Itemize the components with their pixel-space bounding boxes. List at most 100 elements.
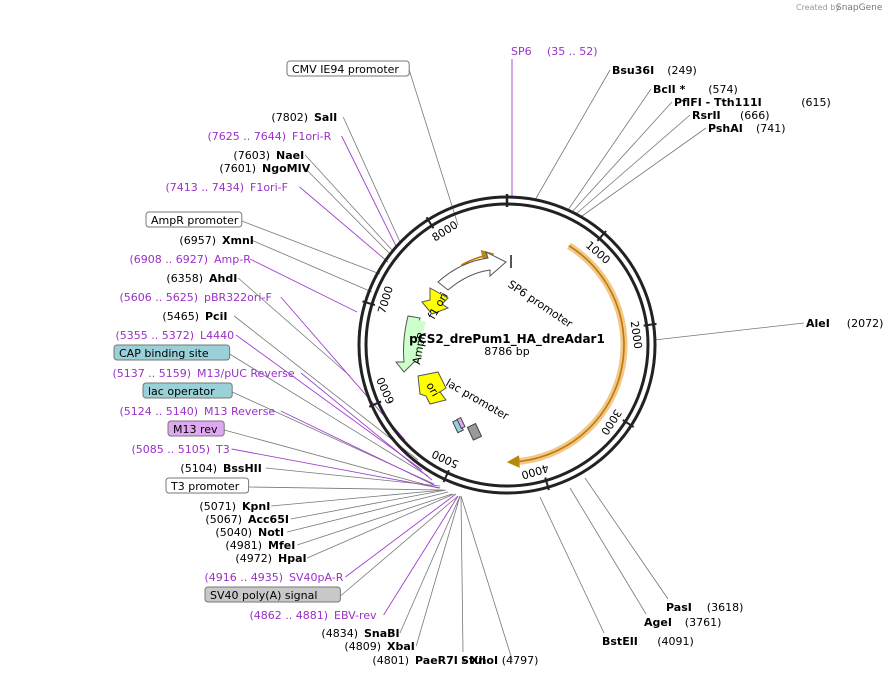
label-m13rev-p: (5124 .. 5140)M13 Reverse <box>119 405 275 418</box>
label-position: (4797) <box>502 654 539 667</box>
leader-line <box>567 88 652 211</box>
label-box <box>165 477 250 494</box>
tick-mark <box>368 400 382 408</box>
label-position: (5606 .. 5625) <box>119 291 198 304</box>
label-pcii: (5465)PciI <box>162 310 227 323</box>
label-text: AmpR promoter <box>151 214 239 227</box>
snapgene-logo: SnapGene <box>836 3 883 13</box>
label-lacop: lac operator <box>142 382 233 399</box>
label-pasi: PasI(3618) <box>666 601 743 614</box>
label-text: CAP binding site <box>119 347 209 360</box>
plasmid-length: 8786 bp <box>484 345 529 358</box>
leader-line <box>300 372 433 481</box>
label-position: (2072) <box>847 317 884 330</box>
label-name: Bsu36I <box>612 64 654 77</box>
label-agei: AgeI(3761) <box>644 616 721 629</box>
label-name: StuI <box>461 654 486 667</box>
leader-line <box>340 495 459 597</box>
label-position: (7625 .. 7644) <box>207 130 286 143</box>
label-box <box>113 344 231 361</box>
label-position: (4862 .. 4881) <box>249 609 328 622</box>
leader-line <box>237 277 351 377</box>
label-box <box>142 382 233 399</box>
leader-line <box>584 477 669 600</box>
label-position: (249) <box>667 64 697 77</box>
label-pbr322ori-f: (5606 .. 5625) pBR322ori-F <box>119 291 271 304</box>
label-text: T3 promoter <box>170 480 240 493</box>
label-position: (5040) <box>215 526 252 539</box>
label-position: (7802) <box>271 111 308 124</box>
label-ahdi: (6358)AhdI <box>166 272 237 285</box>
label-position: (6908 .. 6927) <box>129 253 208 266</box>
tick-mark <box>596 230 607 242</box>
label-position: (574) <box>708 83 738 96</box>
label-pflfi: PflFI - Tth111I(615) <box>674 96 831 109</box>
label-box <box>204 586 341 603</box>
label-cap: CAP binding site <box>113 344 231 361</box>
label-name: PaeR7I - XhoI <box>415 654 498 667</box>
label-f1ori-f: (7413 .. 7434)F1ori-F <box>165 181 288 194</box>
label-position: (5124 .. 5140) <box>119 405 198 418</box>
label-sv40pa: SV40 poly(A) signal <box>204 586 341 603</box>
label-name: SalI <box>314 111 337 124</box>
label-bsshii: (5104)BssHII <box>180 462 261 475</box>
lac-promoter-block <box>466 422 483 441</box>
label-name: Acc65I <box>248 513 289 526</box>
tick-mark <box>544 477 550 491</box>
leader-line <box>297 493 453 546</box>
label-sali: (7802) SalI <box>271 111 337 124</box>
label-box <box>167 420 225 437</box>
leader-line <box>399 495 461 634</box>
label-l4440: (5355 .. 5372)L4440 <box>115 329 234 342</box>
leader-line <box>290 489 447 520</box>
leader-line <box>415 495 461 647</box>
label-name: PciI <box>205 310 227 323</box>
label-text: M13 rev <box>173 423 218 436</box>
ampr-label: AmpR <box>410 331 429 366</box>
m13-block <box>456 416 466 430</box>
label-name: NaeI <box>276 149 304 162</box>
label-paer7i: (4801)PaeR7I - XhoI <box>372 654 498 667</box>
label-name: Amp-R <box>214 253 251 266</box>
label-name: SV40pA-R <box>289 571 344 584</box>
label-position: (4916 .. 4935) <box>204 571 283 584</box>
tick-label: 2000 <box>628 320 645 350</box>
label-position: (6957) <box>179 234 216 247</box>
label-position: (741) <box>756 122 786 135</box>
label-position: (5067) <box>205 513 242 526</box>
label-f1ori-r: (7625 .. 7644) F1ori-R <box>207 130 331 143</box>
tick-mark <box>362 300 376 307</box>
label-position: (35 .. 52) <box>547 45 598 58</box>
label-snabi: (4834) SnaBI <box>321 627 399 640</box>
label-position: (4091) <box>657 635 694 648</box>
label-name: pBR322ori-F <box>204 291 272 304</box>
leader-line <box>341 135 397 247</box>
tick-mark <box>643 322 657 327</box>
label-kpni: (5071)KpnI <box>199 500 270 513</box>
label-xbai: (4809)XbaI <box>344 640 414 653</box>
label-name: L4440 <box>200 329 234 342</box>
label-name: XmnI <box>222 234 254 247</box>
label-bsu36i: Bsu36I (249) <box>612 64 697 77</box>
label-name: SnaBI <box>364 627 400 640</box>
label-stui: StuI (4797) <box>461 654 538 667</box>
lac-promoter-label: lac promoter <box>444 376 512 423</box>
label-position: (666) <box>740 109 770 122</box>
label-ngomiv: (7601)NgoMIV <box>219 162 310 175</box>
label-naei: (7603)NaeI <box>233 149 304 162</box>
label-name: F1ori-R <box>292 130 332 143</box>
leader-line <box>280 410 437 487</box>
label-text: lac operator <box>148 385 215 398</box>
label-pshai: PshAI(741) <box>708 122 786 135</box>
plasmid-name: pCS2_drePum1_HA_dreAdar1 <box>409 332 605 347</box>
leader-line <box>299 186 389 263</box>
watermark-created-by: Created by <box>796 3 840 12</box>
label-name: NotI <box>258 526 284 539</box>
label-m13rev: M13 rev <box>167 420 225 437</box>
label-position: (4834) <box>321 627 358 640</box>
label-name: BstEII <box>602 635 638 648</box>
label-name: EBV-rev <box>334 609 377 622</box>
label-name: BssHII <box>223 462 262 475</box>
label-hpai: (4972)HpaI <box>235 552 306 565</box>
